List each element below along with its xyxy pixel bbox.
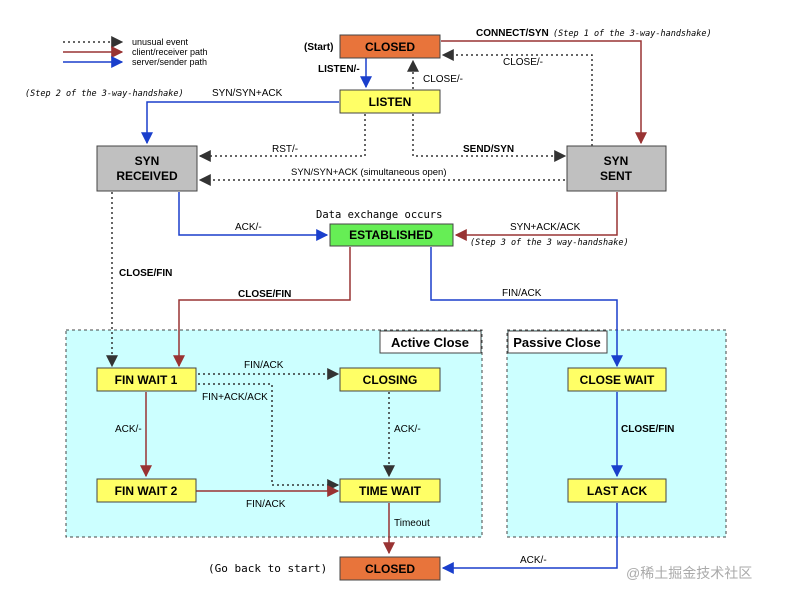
edge-fw1-timewait bbox=[198, 383, 340, 491]
label-fin-ack-ack: FIN+ACK/ACK bbox=[202, 392, 268, 403]
label-ack-established: ACK/- bbox=[235, 222, 262, 233]
edge-close-fin bbox=[173, 247, 351, 368]
label-close-fin-left: CLOSE/FIN bbox=[119, 268, 172, 279]
state-listen-label: LISTEN bbox=[369, 95, 412, 109]
region-active-close-label: Active Close bbox=[391, 335, 469, 350]
legend-server-path: server/sender path bbox=[132, 57, 207, 67]
state-closed-top-label: CLOSED bbox=[365, 40, 415, 54]
edge-connect-syn bbox=[441, 40, 647, 145]
label-rst: RST/- bbox=[272, 144, 298, 155]
label-ack-fw1: ACK/- bbox=[115, 424, 142, 435]
edges bbox=[106, 40, 647, 574]
state-established: ESTABLISHED bbox=[329, 223, 454, 247]
label-send-syn: SEND/SYN bbox=[463, 144, 514, 155]
state-fin-wait-1: FIN WAIT 1 bbox=[96, 367, 197, 392]
state-last-ack-label: LAST ACK bbox=[587, 484, 648, 498]
state-close-wait: CLOSE WAIT bbox=[567, 367, 667, 392]
state-closed-bottom-label: CLOSED bbox=[365, 562, 415, 576]
legend: unusual event client/receiver path serve… bbox=[63, 36, 208, 68]
label-close-fin-mid: CLOSE/FIN bbox=[238, 289, 291, 300]
label-close-fin-passive: CLOSE/FIN bbox=[621, 424, 674, 435]
label-fin-ack-right: FIN/ACK bbox=[502, 288, 542, 299]
label-fin-ack-fw2: FIN/ACK bbox=[246, 499, 286, 510]
state-syn-received: SYN RECEIVED bbox=[96, 145, 198, 192]
state-time-wait: TIME WAIT bbox=[339, 478, 441, 503]
label-syn-synack: SYN/SYN+ACK bbox=[212, 88, 283, 99]
watermark: @稀土掘金技术社区 bbox=[626, 565, 752, 581]
label-timeout: Timeout bbox=[394, 518, 430, 529]
label-close-up: CLOSE/- bbox=[423, 74, 463, 85]
label-step1: (Step 1 of the 3-way-handshake) bbox=[553, 29, 712, 39]
state-syn-received-label-1: SYN bbox=[135, 154, 160, 168]
label-ack-lastack: ACK/- bbox=[520, 555, 547, 566]
label-connect-syn: CONNECT/SYN bbox=[476, 28, 549, 39]
state-syn-sent-label-2: SENT bbox=[600, 169, 633, 183]
state-fin-wait-2: FIN WAIT 2 bbox=[96, 478, 197, 503]
edge-rst bbox=[198, 114, 366, 162]
label-synack-ack: SYN+ACK/ACK bbox=[510, 222, 581, 233]
state-fin-wait-1-label: FIN WAIT 1 bbox=[115, 373, 178, 387]
state-listen: LISTEN bbox=[339, 89, 441, 114]
legend-client-path: client/receiver path bbox=[132, 47, 208, 57]
edge-synack-ack bbox=[454, 192, 618, 241]
state-syn-received-label-2: RECEIVED bbox=[116, 169, 178, 183]
state-closing-label: CLOSING bbox=[363, 373, 418, 387]
state-last-ack: LAST ACK bbox=[567, 478, 667, 503]
state-closed-top: CLOSED bbox=[339, 34, 441, 59]
state-syn-sent: SYN SENT bbox=[566, 145, 667, 192]
label-simultaneous: SYN/SYN+ACK (simultaneous open) bbox=[291, 167, 447, 178]
label-close-right: CLOSE/- bbox=[503, 57, 543, 68]
edge-lastack-closed bbox=[441, 503, 618, 574]
label-step2: (Step 2 of the 3-way-handshake) bbox=[25, 89, 184, 99]
edge-syn-synack bbox=[141, 101, 339, 145]
region-passive-close-label: Passive Close bbox=[513, 335, 600, 350]
label-listen-edge: LISTEN/- bbox=[318, 64, 360, 75]
label-data-exchange: Data exchange occurs bbox=[316, 209, 442, 221]
state-established-label: ESTABLISHED bbox=[349, 228, 433, 242]
edge-labels: (Start) CONNECT/SYN (Step 1 of the 3-way… bbox=[25, 28, 752, 581]
label-step3: (Step 3 of the 3 way-handshake) bbox=[470, 238, 629, 248]
state-fin-wait-2-label: FIN WAIT 2 bbox=[115, 484, 178, 498]
edge-synsent-close bbox=[441, 49, 593, 146]
state-close-wait-label: CLOSE WAIT bbox=[580, 373, 655, 387]
label-ack-closing: ACK/- bbox=[394, 424, 421, 435]
state-closing: CLOSING bbox=[339, 367, 441, 392]
legend-unusual-event: unusual event bbox=[132, 37, 189, 47]
label-go-back: (Go back to start) bbox=[208, 562, 327, 575]
label-fin-ack-closing: FIN/ACK bbox=[244, 360, 284, 371]
edge-fin-ack bbox=[430, 247, 623, 368]
state-syn-sent-label-1: SYN bbox=[604, 154, 629, 168]
edge-ack-established bbox=[178, 192, 329, 241]
state-closed-bottom: CLOSED bbox=[339, 556, 441, 581]
state-time-wait-label: TIME WAIT bbox=[359, 484, 422, 498]
edge-send-syn bbox=[412, 114, 567, 162]
label-start: (Start) bbox=[304, 42, 333, 53]
